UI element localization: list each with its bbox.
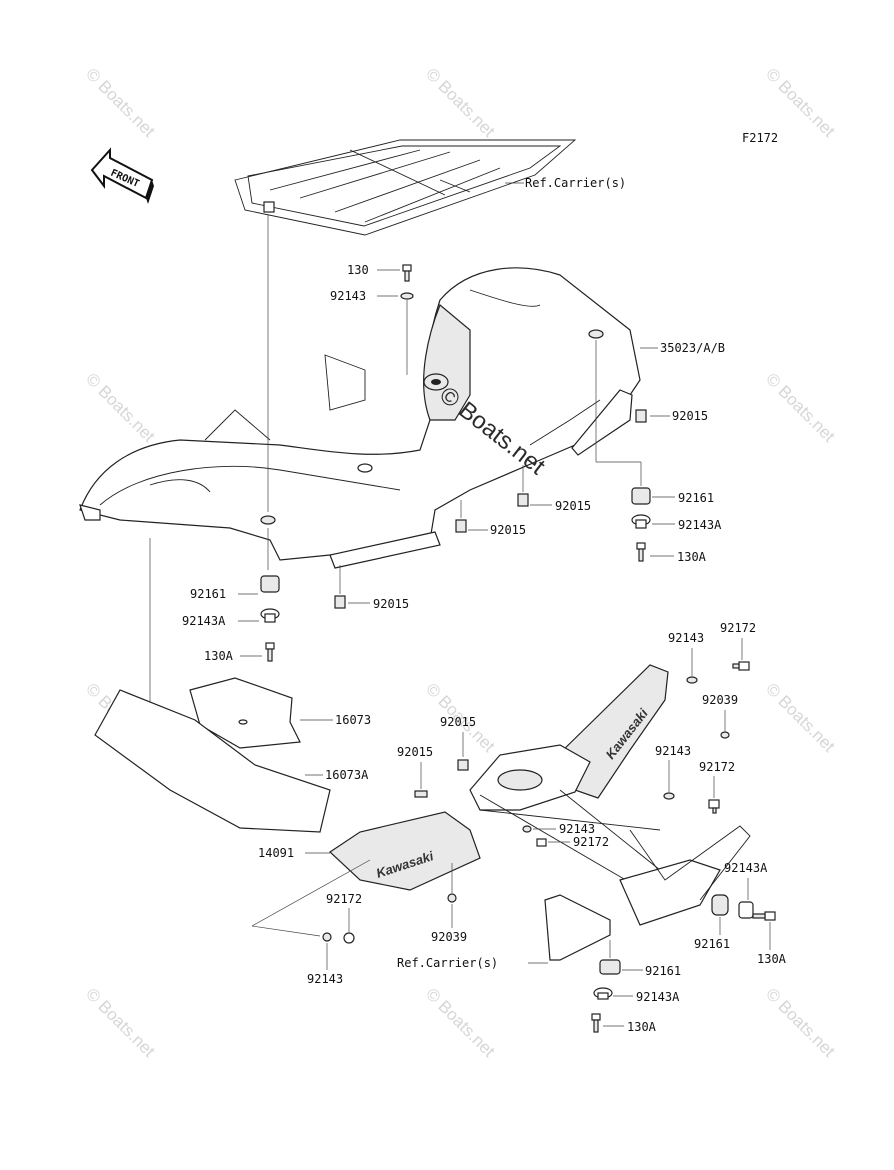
callout-130A-l: 130A [204, 649, 234, 663]
clip-92039 [720, 731, 730, 739]
bolt-130A [265, 642, 275, 662]
callout-130: 130 [347, 263, 369, 277]
clip-92015 [457, 759, 469, 771]
watermark: © Boats.net [82, 984, 159, 1061]
watermark: © Boats.net [82, 369, 159, 446]
watermark: © Boats.net [762, 369, 839, 446]
bolt-92172 [732, 661, 750, 671]
callout-92015-r1: 92015 [672, 409, 708, 423]
clip-92015 [517, 493, 529, 507]
grommet-92161 [631, 487, 651, 505]
callout-92143-lc: 92143 [559, 822, 595, 836]
washer-92143 [522, 825, 532, 833]
washer-92143 [686, 676, 698, 684]
watermark: © Boats.net [762, 679, 839, 756]
callout-92039-r: 92039 [702, 693, 738, 707]
rear-carrier-rack [234, 139, 577, 236]
watermark: © Boats.net [762, 984, 839, 1061]
callout-16073: 16073 [335, 713, 371, 727]
rear-fender-body [79, 267, 641, 569]
clip-92039 [447, 893, 457, 903]
callout-92143A-l: 92143A [182, 614, 226, 628]
bolt-130A [591, 1013, 601, 1033]
callout-ref-carrier-bottom: Ref.Carrier(s) [397, 956, 498, 970]
clip-92015 [635, 409, 647, 423]
figure-code: F2172 [742, 131, 778, 145]
callout-92172-lr: 92172 [720, 621, 756, 635]
watermark: © Boats.net [82, 64, 159, 141]
callout-92015-lc2: 92015 [397, 745, 433, 759]
callout-92161-l: 92161 [190, 587, 226, 601]
washer-92143 [400, 292, 414, 300]
callout-130A-r: 130A [677, 550, 707, 564]
lower-bracket [544, 825, 751, 961]
tail-bracket-frame [469, 744, 661, 901]
bolt-130A [636, 542, 646, 562]
callout-92161-br: 92161 [694, 937, 730, 951]
callout-92143A-br: 92143A [724, 861, 768, 875]
callout-92143A-bb: 92143A [636, 990, 680, 1004]
callout-35023: 35023/A/B [660, 341, 725, 355]
callout-92172-mr: 92172 [699, 760, 735, 774]
collar-92143A [738, 901, 754, 919]
pad-16073A [94, 689, 331, 833]
callout-92161-bb: 92161 [645, 964, 681, 978]
callout-92172-bl: 92172 [326, 892, 362, 906]
watermark: © Boats.net [422, 64, 499, 141]
grommet-92161 [711, 894, 729, 916]
bolt-92172 [536, 838, 547, 847]
grommet-92161 [599, 959, 621, 975]
callout-92015-r2: 92015 [555, 499, 591, 513]
bolt-92172 [708, 799, 720, 814]
callout-92143-bl: 92143 [307, 972, 343, 986]
callout-92015-m: 92015 [490, 523, 526, 537]
callout-92172-lc: 92172 [573, 835, 609, 849]
callout-92143A-r: 92143A [678, 518, 722, 532]
collar-92143A [260, 608, 280, 623]
callout-92039-b: 92039 [431, 930, 467, 944]
watermark: © Boats.net [422, 984, 499, 1061]
washer-92143 [322, 932, 332, 942]
callout-92143-lr: 92143 [668, 631, 704, 645]
front-arrow-icon: FRONT [90, 147, 154, 204]
callout-92015-lc1: 92015 [440, 715, 476, 729]
grommet-92161 [260, 575, 280, 593]
callout-ref-carrier-top: Ref.Carrier(s) [525, 176, 626, 190]
bolt-130A [752, 911, 776, 921]
bolt-130 [402, 264, 412, 282]
callout-92161-r: 92161 [678, 491, 714, 505]
washer-92143 [663, 792, 675, 800]
callout-130A-bb: 130A [627, 1020, 657, 1034]
clip-92015 [414, 790, 428, 798]
watermark: © Boats.net [762, 64, 839, 141]
callout-92143-top: 92143 [330, 289, 366, 303]
nut-92172 [343, 932, 355, 944]
callout-14091: 14091 [258, 846, 294, 860]
callout-16073A: 16073A [325, 768, 369, 782]
left-side-cover: Kawasaki [329, 811, 481, 891]
collar-92143A [593, 987, 613, 1000]
callout-130A-br: 130A [757, 952, 787, 966]
clip-92015 [334, 595, 346, 609]
collar-92143A [631, 514, 651, 529]
clip-92015 [455, 519, 467, 533]
callout-92015-l: 92015 [373, 597, 409, 611]
callout-92143-mr: 92143 [655, 744, 691, 758]
